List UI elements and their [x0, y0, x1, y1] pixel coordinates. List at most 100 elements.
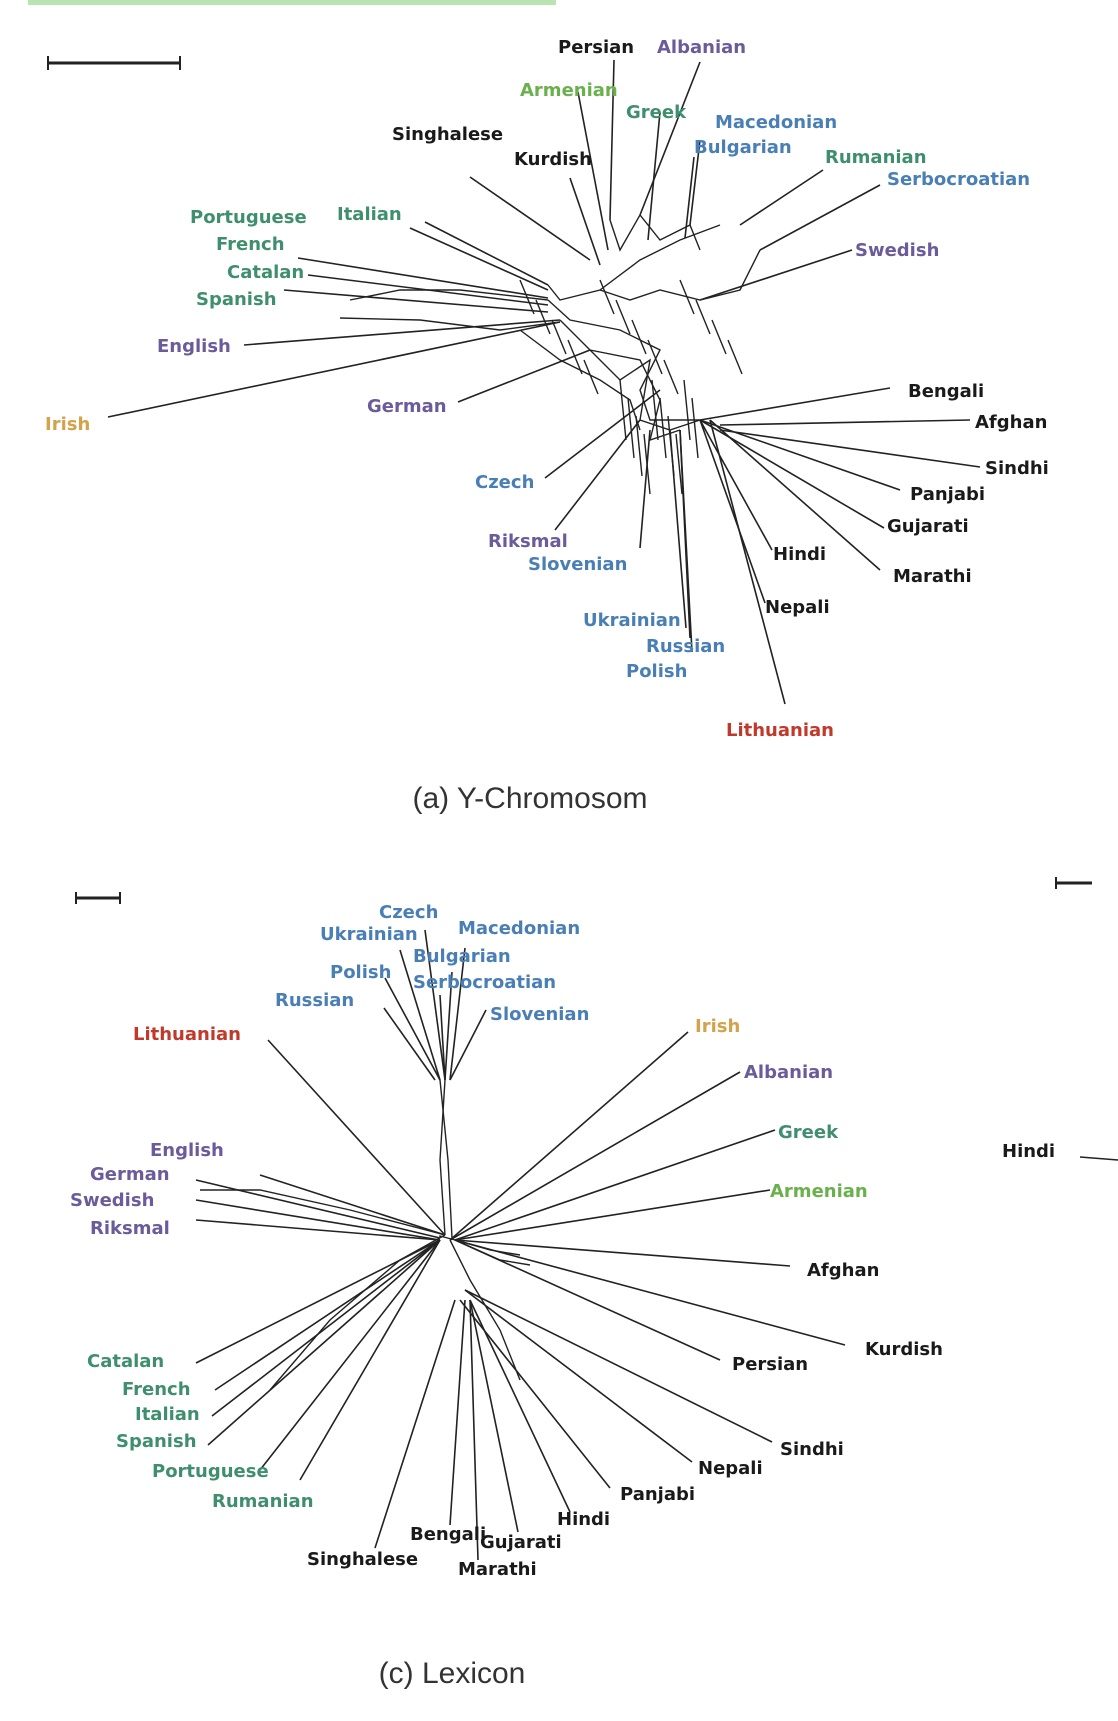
taxon-label-c-ukrainian: Ukrainian: [320, 924, 418, 945]
taxon-label-c-kurdish: Kurdish: [865, 1339, 943, 1360]
edge-c-marathi: [469, 1299, 479, 1561]
taxon-label-a-bulgarian: Bulgarian: [694, 137, 792, 158]
taxon-label-c-catalan: Catalan: [87, 1351, 164, 1372]
split-a-low-3: [643, 433, 651, 495]
taxon-label-a-russian: Russian: [646, 636, 725, 657]
edge-c-hindi: [469, 1299, 571, 1513]
taxon-label-a-french: French: [216, 234, 285, 255]
split-a-low-7: [675, 433, 683, 495]
taxon-label-c-spanish: Spanish: [116, 1431, 197, 1452]
split-a-low-0: [619, 379, 627, 441]
taxon-label-c-greek: Greek: [778, 1122, 839, 1143]
taxon-label-a-albanian: Albanian: [657, 37, 746, 58]
reticulation-c-1: [439, 1079, 453, 1239]
edge-c-swedish: [195, 1199, 441, 1241]
taxon-label-c-nepali: Nepali: [698, 1458, 763, 1479]
edge-c-nepali: [464, 1289, 693, 1463]
taxon-label-a-hindi: Hindi: [773, 544, 826, 565]
reticulation-c-4: [449, 1239, 521, 1381]
network-edges-a: [107, 59, 981, 705]
edge-a-serbocroatian: [759, 184, 881, 251]
taxon-label-a-gujarati: Gujarati: [887, 516, 969, 537]
taxon-label-a-czech: Czech: [475, 472, 534, 493]
edge-a-rumanian: [739, 169, 824, 226]
split-a-7: [631, 319, 647, 355]
taxon-label-c-macedonian: Macedonian: [458, 918, 580, 939]
taxon-label-a-catalan: Catalan: [227, 262, 304, 283]
reticulation-a-4: [339, 317, 561, 331]
edge-c-riksmal: [195, 1219, 441, 1241]
edge-a-german: [457, 349, 591, 403]
taxon-label-a-macedonian: Macedonian: [715, 112, 837, 133]
edge-c-italian: [211, 1239, 441, 1417]
reticulation-a-1: [547, 299, 700, 421]
edge-c-serbocroatian: [439, 994, 446, 1081]
taxon-label-c-english: English: [150, 1140, 224, 1161]
edge-a-singhalese: [469, 176, 591, 261]
reticulation-a-2: [559, 319, 681, 442]
edge-a-polish: [679, 429, 693, 653]
split-a-low-9: [691, 397, 699, 459]
taxon-label-c-sindhi: Sindhi: [780, 1439, 844, 1460]
taxon-label-a-panjabi: Panjabi: [910, 484, 985, 505]
scale-bar-offpanel: [1055, 877, 1092, 889]
edge-c-albanian: [449, 1071, 741, 1241]
split-a-5: [599, 279, 615, 315]
taxon-label-a-english: English: [157, 336, 231, 357]
edge-c-spanish: [207, 1239, 441, 1446]
taxon-label-a-ukrainian: Ukrainian: [583, 610, 681, 631]
edge-c-kurdish: [454, 1239, 846, 1346]
reticulation-a-3: [349, 289, 549, 301]
edge-a-kurdish: [569, 177, 601, 266]
taxon-label-c-afghan: Afghan: [807, 1260, 879, 1281]
taxon-label-c-irish: Irish: [695, 1016, 740, 1037]
edge-a-irish: [107, 321, 561, 418]
edge-a-panjabi: [699, 419, 901, 491]
edge-c-lithuanian: [267, 1039, 446, 1236]
taxon-label-a-marathi: Marathi: [893, 566, 972, 587]
reticulation-c-2: [200, 1189, 446, 1236]
taxon-label-a-greek: Greek: [626, 102, 687, 123]
edge-c-armenian: [454, 1189, 771, 1241]
taxon-label-c-lithuanian: Lithuanian: [133, 1024, 241, 1045]
edge-c-french: [214, 1239, 441, 1391]
taxon-label-c-french: French: [122, 1379, 191, 1400]
edge-c-slovenian: [449, 1009, 487, 1081]
taxon-label-c-bengali: Bengali: [410, 1524, 486, 1545]
taxon-label-c-persian: Persian: [732, 1354, 808, 1375]
taxon-label-c-armenian: Armenian: [770, 1181, 868, 1202]
taxon-label-a-italian: Italian: [337, 204, 402, 225]
taxon-label-c-bulgarian: Bulgarian: [413, 946, 511, 967]
edge-a-czech: [544, 389, 661, 479]
taxon-label-c-albanian: Albanian: [744, 1062, 833, 1083]
split-a-low-1: [627, 397, 635, 459]
reticulation-a-5: [599, 249, 761, 301]
reticulation-a-7: [589, 349, 701, 431]
edge-c-singhalese: [374, 1299, 456, 1549]
taxon-label-a-serbocroatian: Serbocroatian: [887, 169, 1030, 190]
reticulation-c-6: [454, 1239, 531, 1266]
split-a-1: [535, 299, 551, 335]
taxon-label-a-polish: Polish: [626, 661, 687, 682]
split-a-9: [663, 359, 679, 395]
taxon-label-c-czech: Czech: [379, 902, 438, 923]
edge-a-slovenian: [639, 429, 651, 549]
edge-a-portuguese: [424, 221, 549, 286]
edge-a-afghan: [719, 419, 971, 426]
taxon-label-c-singhalese: Singhalese: [307, 1549, 418, 1570]
reticulation-a-6: [609, 213, 701, 252]
split-a-10: [679, 279, 695, 315]
edge-c-russian: [383, 1007, 436, 1081]
edge-a-persian: [609, 59, 615, 221]
edge-c-czech: [424, 929, 446, 1081]
network-edges-c: [195, 929, 846, 1561]
edge-off-hindi: [1079, 1156, 1118, 1161]
edge-c-bulgarian: [444, 971, 453, 1081]
taxon-label-c-hindi: Hindi: [557, 1509, 610, 1530]
taxon-label-a-swedish: Swedish: [855, 240, 939, 261]
taxon-label-a-afghan: Afghan: [975, 412, 1047, 433]
taxon-label-a-persian: Persian: [558, 37, 634, 58]
scale-bar-a: [47, 56, 181, 70]
edge-c-sindhi: [464, 1289, 773, 1443]
